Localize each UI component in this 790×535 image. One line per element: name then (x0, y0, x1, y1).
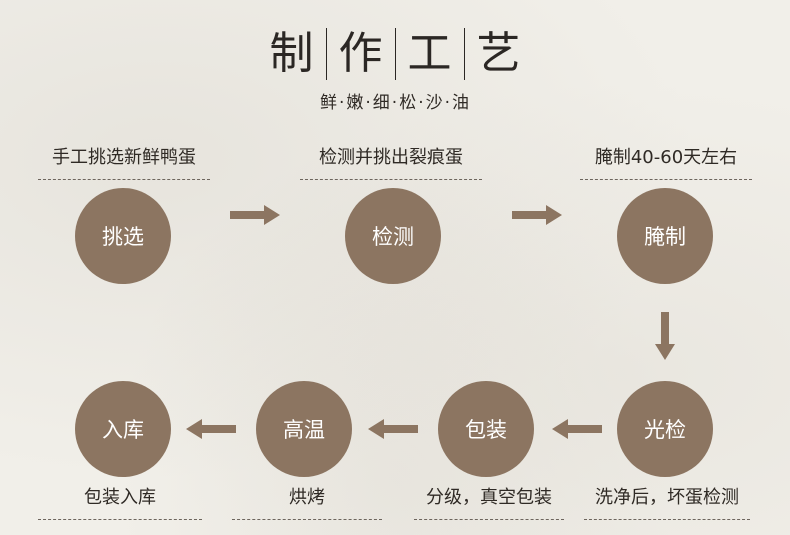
arrow-right-icon (230, 205, 280, 225)
arrow-left-icon (186, 419, 236, 439)
step-node-bake: 高温 (256, 381, 352, 477)
subtitle-dot: · (391, 93, 399, 113)
subtitle-char: 细 (372, 93, 391, 113)
arrow-left-icon (552, 419, 602, 439)
subtitle-char: 油 (452, 93, 471, 113)
title-char-2: 作 (338, 28, 383, 79)
subtitle-dot: · (418, 93, 425, 113)
step-node-select: 挑选 (75, 188, 171, 284)
arrow-down-icon (655, 312, 675, 360)
page-title: 制 作 工 艺 (0, 24, 790, 84)
title-char-4: 艺 (476, 28, 521, 79)
step-node-inspect: 检测 (345, 188, 441, 284)
step-node-pickle: 腌制 (617, 188, 713, 284)
title-char-1: 制 (269, 28, 314, 79)
subtitle-char: 松 (399, 93, 418, 113)
subtitle-dot: · (338, 93, 346, 113)
subtitle-char: 嫩 (346, 93, 365, 113)
title-separator (394, 28, 396, 80)
step-caption-pack: 分级，真空包装 (414, 486, 564, 520)
step-node-storage: 入库 (75, 381, 171, 477)
title-separator (325, 28, 327, 80)
arrow-left-icon (368, 419, 418, 439)
step-caption-pickle: 腌制40-60天左右 (580, 146, 752, 180)
title-char-3: 工 (407, 28, 452, 79)
subtitle: 鲜·嫩·细·松·沙·油 (0, 88, 790, 113)
step-caption-light-check: 洗净后，坏蛋检测 (584, 486, 750, 520)
subtitle-dot: · (365, 93, 372, 113)
step-caption-bake: 烘烤 (232, 486, 382, 520)
title-separator (463, 28, 465, 80)
arrow-right-icon (512, 205, 562, 225)
subtitle-char: 沙 (425, 93, 444, 113)
subtitle-dot: · (444, 93, 452, 113)
step-node-light-check: 光检 (617, 381, 713, 477)
step-caption-inspect: 检测并挑出裂痕蛋 (300, 146, 482, 180)
step-caption-select: 手工挑选新鲜鸭蛋 (38, 146, 210, 180)
step-caption-storage: 包装入库 (38, 486, 202, 520)
step-node-pack: 包装 (438, 381, 534, 477)
subtitle-char: 鲜 (319, 93, 338, 113)
